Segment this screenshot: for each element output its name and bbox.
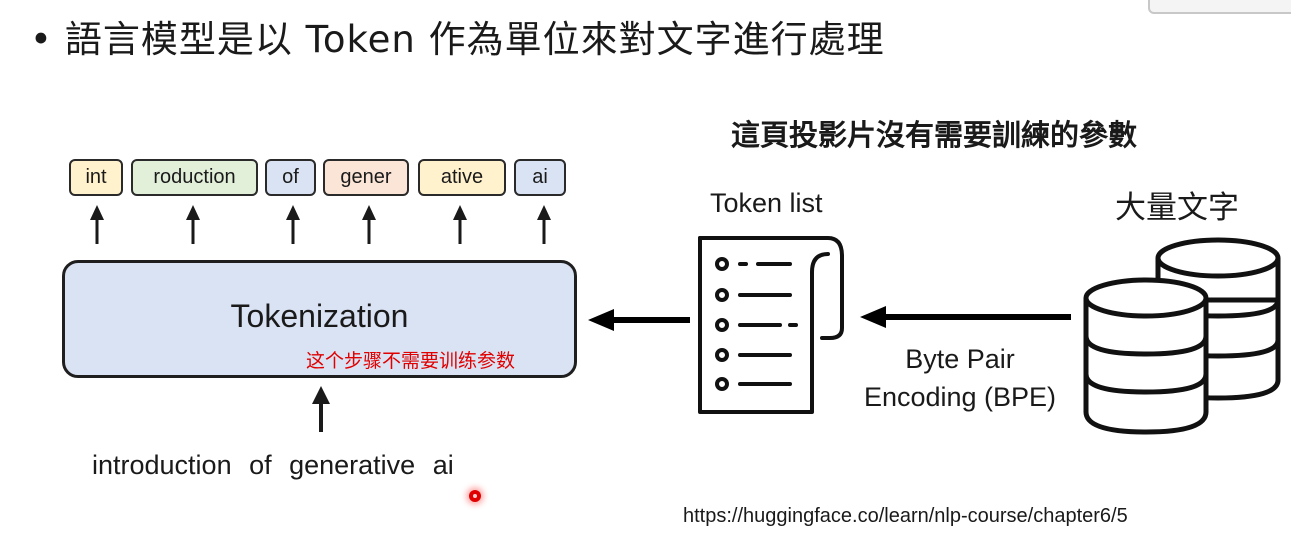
bpe-label-line2: Encoding (BPE) — [863, 382, 1057, 412]
bpe-label: Byte Pair Encoding (BPE) — [855, 340, 1065, 416]
token-list-document-icon — [698, 236, 844, 414]
source-url: https://huggingface.co/learn/nlp-course/… — [683, 505, 1128, 527]
no-parameters-heading: 這頁投影片沒有需要訓練的參數 — [731, 118, 1138, 152]
up-arrow-icon — [537, 205, 551, 244]
tokenization-label: Tokenization — [230, 298, 409, 334]
up-arrow-icon — [362, 205, 376, 244]
database-icon — [1083, 237, 1281, 435]
up-arrow-icon — [453, 205, 467, 244]
token-list-label: Token list — [710, 188, 823, 218]
token-box-of: of — [265, 159, 316, 196]
window-corner-widget — [1148, 0, 1291, 14]
bullet-icon: • — [30, 18, 53, 61]
token-box-roduction: roduction — [131, 159, 258, 196]
input-up-arrow-icon — [312, 386, 330, 432]
input-sentence: introduction of generative ai — [92, 450, 454, 480]
tokenization-box — [62, 260, 577, 378]
token-box-gener: gener — [323, 159, 409, 196]
up-arrow-icon — [286, 205, 300, 244]
left-arrow-icon — [588, 309, 690, 331]
cursor-pointer-dot — [469, 490, 481, 502]
corpus-label: 大量文字 — [1115, 190, 1239, 226]
bpe-arrow-icon — [860, 306, 1071, 328]
bpe-label-line1: Byte Pair — [905, 344, 1015, 374]
up-arrow-icon — [186, 205, 200, 244]
slide-heading: • 語言模型是以 Token 作為單位來對文字進行處理 — [30, 14, 885, 66]
up-arrow-icon — [90, 205, 104, 244]
token-box-ai: ai — [514, 159, 566, 196]
slide-heading-text: 語言模型是以 Token 作為單位來對文字進行處理 — [64, 18, 885, 61]
no-training-note: 这个步骤不需要训练参数 — [306, 350, 516, 372]
up-arrow-icons — [90, 205, 551, 244]
token-box-ative: ative — [418, 159, 506, 196]
token-box-int: int — [69, 159, 123, 196]
